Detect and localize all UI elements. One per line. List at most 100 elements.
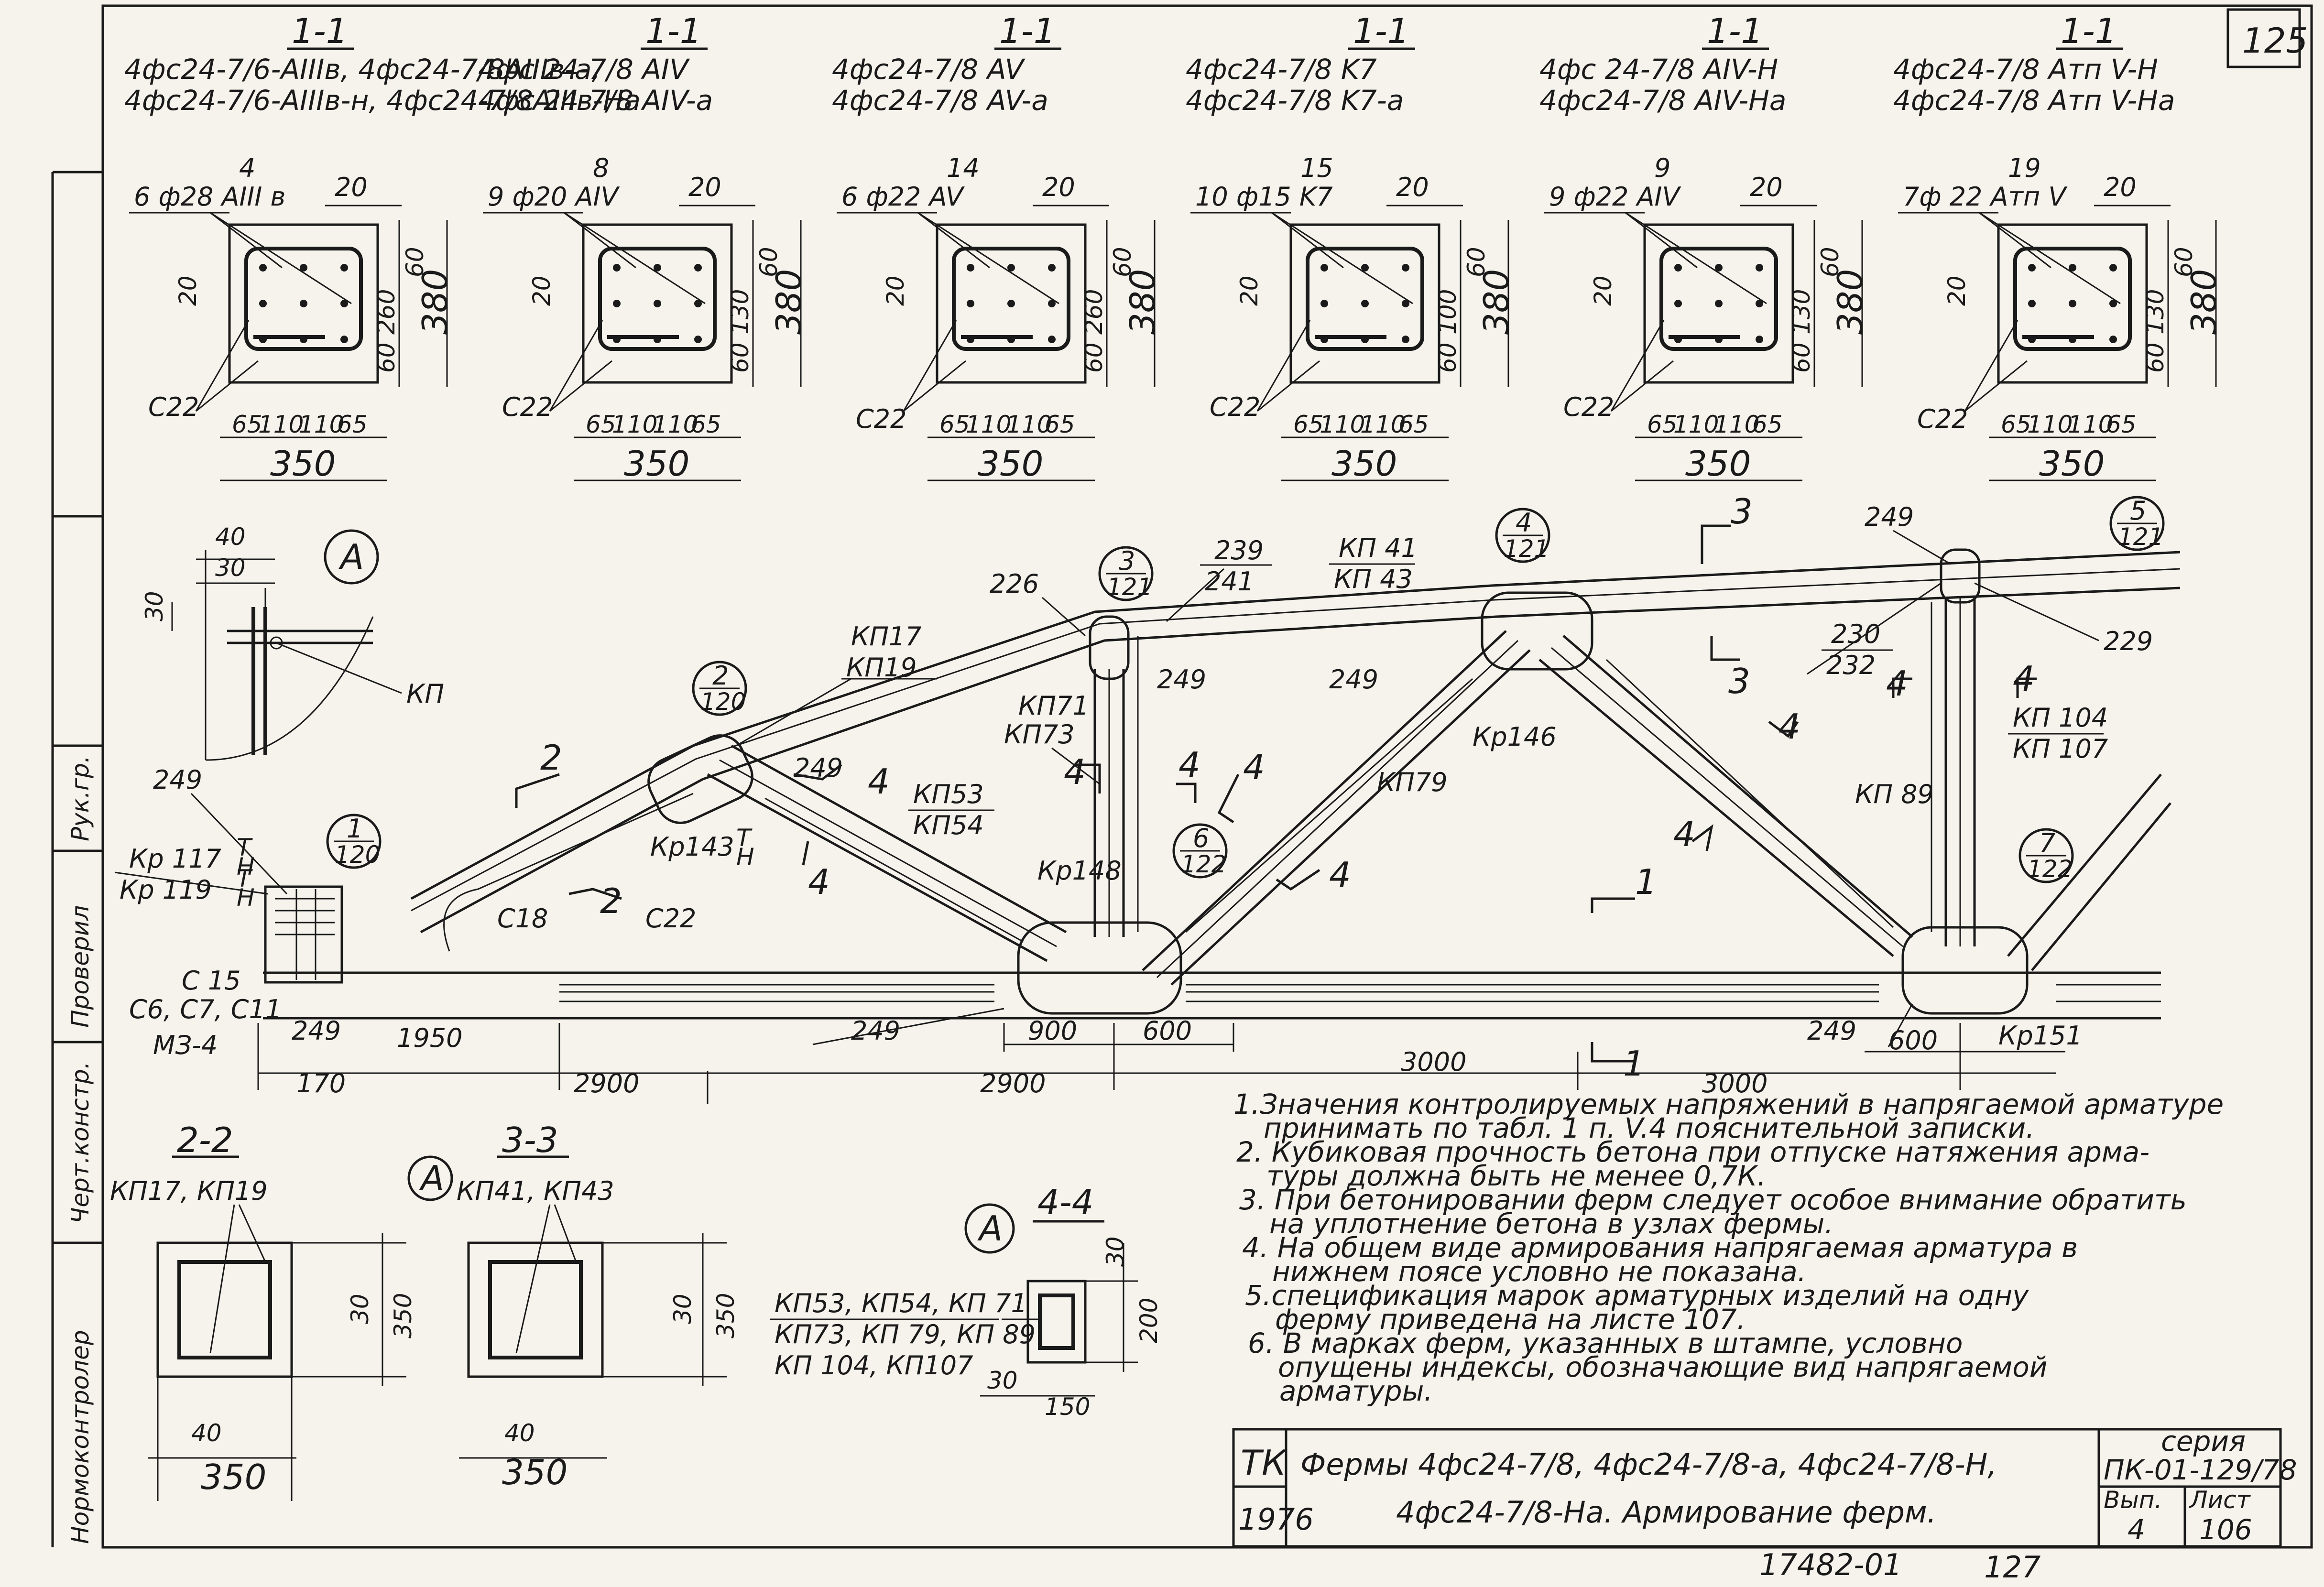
rebar-dot xyxy=(967,300,974,307)
section-dim-v: 60 xyxy=(1434,342,1462,373)
pos-226: 226 xyxy=(990,569,1039,599)
section-dim-h: 65 xyxy=(586,411,616,438)
detail-a-dim-30: 30 xyxy=(215,554,246,582)
section-dim-v: 60 xyxy=(2170,247,2198,277)
section-dim-h: 65 xyxy=(232,411,262,438)
dim-600: 600 xyxy=(1143,1016,1192,1046)
section-mark-line2: 4фс 24-7/8 AIV-а xyxy=(478,84,713,117)
section-mark-line1: 4фс24-7/8 K7 xyxy=(1186,53,1377,86)
svg-text:2: 2 xyxy=(540,738,562,778)
node-sheet: 122 xyxy=(1181,850,1226,878)
rebar-dot xyxy=(340,264,348,272)
rebar-dot xyxy=(1674,300,1682,307)
node-num: 4 xyxy=(1516,508,1532,538)
pos-232: 232 xyxy=(1826,650,1876,680)
section-pos: 9 xyxy=(1654,153,1670,183)
section-title: 1-1 xyxy=(292,11,348,51)
section-dim-h: 110 xyxy=(1320,411,1365,438)
rebar-dot xyxy=(613,300,621,307)
svg-text:40: 40 xyxy=(504,1419,535,1447)
svg-text:4: 4 xyxy=(2013,659,2035,699)
rebar-dot xyxy=(1402,300,1409,307)
detail-a: A 40 30 30 КП xyxy=(141,523,444,761)
note-line: 1.Значения контролируемых напряжений в н… xyxy=(1233,1088,2224,1120)
label-kp107: КП 107 xyxy=(2013,734,2108,764)
section-2-2-title: 2-2 xyxy=(177,1120,233,1160)
section-dim-h: 110 xyxy=(2068,411,2113,438)
note-line: арматуры. xyxy=(1279,1375,1433,1407)
svg-text:4: 4 xyxy=(1778,707,1800,747)
section-cover: 20 xyxy=(688,172,721,202)
rebar-dot xyxy=(2028,300,2036,307)
svg-text:Т: Т xyxy=(237,865,253,892)
section-dim-v: 20 xyxy=(1589,275,1617,306)
section-title: 1-1 xyxy=(1707,11,1763,51)
section-cuts: 2 2 3 3 1 1 4 4 4 4 4 4 4 4 xyxy=(515,491,2037,1084)
rebar-dot xyxy=(2109,336,2117,343)
section-dim-h: 110 xyxy=(653,411,698,438)
section-width: 350 xyxy=(2039,444,2105,484)
section-dim-h: 110 xyxy=(299,411,344,438)
top-chord-lower xyxy=(420,587,2181,934)
stirrup-cage xyxy=(244,247,363,351)
rebar-dot xyxy=(1361,300,1369,307)
note-line: ферму приведена на листе 107. xyxy=(1275,1303,1746,1336)
svg-text:40: 40 xyxy=(191,1419,222,1447)
section-dim-v: 100 xyxy=(1434,289,1462,335)
pos-239: 239 xyxy=(1214,535,1264,565)
svg-text:3: 3 xyxy=(1728,661,1750,701)
node-num: 6 xyxy=(1193,823,1209,853)
section-width: 350 xyxy=(1331,444,1397,484)
node-num: 1 xyxy=(347,814,363,844)
section-dim-h: 65 xyxy=(2106,411,2137,438)
section-dim-v: 20 xyxy=(882,275,909,306)
support-bars xyxy=(275,889,335,980)
rebar-dot xyxy=(1048,336,1056,343)
cut-2-left xyxy=(515,773,560,808)
section-dim-v: 260 xyxy=(1080,289,1108,335)
pos-249-g: 249 xyxy=(1329,664,1378,695)
rebar-dot xyxy=(1007,264,1015,272)
label-kr117: Кр 117 xyxy=(129,844,221,874)
section-mark-line2: 4фс24-7/8 AIV-На xyxy=(1539,84,1786,117)
rebar-dot xyxy=(1756,336,1763,343)
section-dim-h: 65 xyxy=(1045,411,1075,438)
section-dim-h: 65 xyxy=(1293,411,1324,438)
label-kr146: Кр146 xyxy=(1473,722,1557,752)
label-c15: С 15 xyxy=(182,966,241,996)
section-dim-h: 65 xyxy=(2001,411,2031,438)
section-dim-v: 60 xyxy=(1816,247,1844,277)
rebar-dot xyxy=(259,264,267,272)
cut-3-bottom xyxy=(1710,636,1740,661)
section-4-4-title: 4-4 xyxy=(1037,1182,1094,1222)
rebar-dot xyxy=(340,336,348,343)
section-cover: 20 xyxy=(1042,172,1075,202)
rebar-dot xyxy=(613,264,621,272)
section-dim-h: 110 xyxy=(2027,411,2073,438)
svg-text:4: 4 xyxy=(1064,752,1086,792)
svg-text:A: A xyxy=(419,1158,444,1198)
dim-3000-b: 3000 xyxy=(1702,1068,1768,1098)
rebar-dot xyxy=(300,264,307,272)
section-dim-v: 60 xyxy=(2141,342,2169,373)
cut-1-top xyxy=(1591,897,1635,913)
section-dim-v: 260 xyxy=(372,289,400,335)
section-dim-v: 60 xyxy=(1109,247,1136,277)
node-sheet: 120 xyxy=(335,841,380,869)
note-line: опущены индексы, обозначающие вид напряг… xyxy=(1278,1351,2047,1383)
section-dim-h: 110 xyxy=(1673,411,1719,438)
rebar-dot xyxy=(694,264,702,272)
section-dim-h: 65 xyxy=(1752,411,1783,438)
detail-a-dim-40: 40 xyxy=(215,523,246,551)
section-height: 380 xyxy=(2184,269,2224,335)
svg-text:4: 4 xyxy=(1886,663,1908,704)
section-4-4-marks-top: КП53, КП54, КП 71 xyxy=(775,1288,1027,1318)
label-c18: С18 xyxy=(497,903,548,934)
section-dim-v: 20 xyxy=(174,275,202,306)
sheet-number-box xyxy=(2226,8,2301,68)
